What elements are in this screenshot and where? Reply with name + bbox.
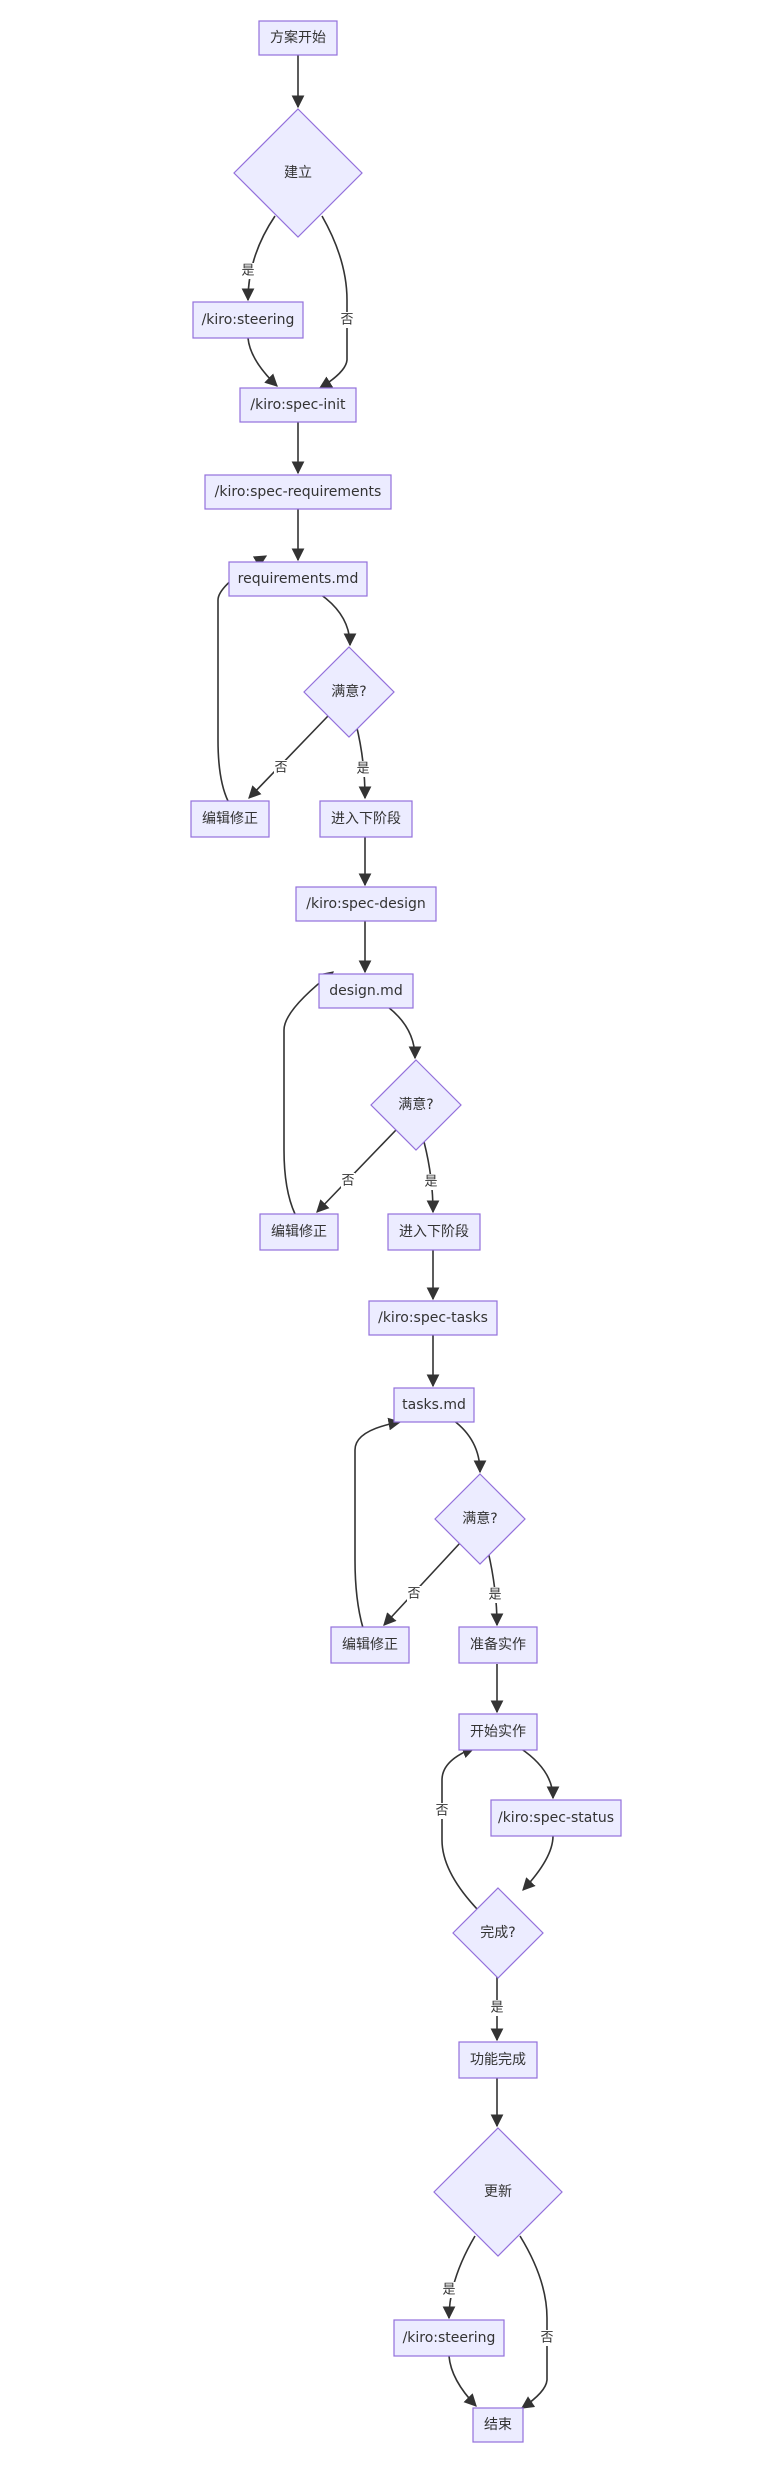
node-label: 建立 xyxy=(284,165,312,181)
node-label: 编辑修正 xyxy=(271,1224,327,1240)
edge-label-update-no: 否 xyxy=(540,2330,554,2346)
node-label: 方案开始 xyxy=(270,29,326,46)
edge-impl-to-spec-status xyxy=(519,1747,560,1800)
node-edit-3: 编辑修正 xyxy=(330,1626,410,1664)
edge-label-text: 是 xyxy=(356,762,369,777)
node-edit-1: 编辑修正 xyxy=(190,800,270,838)
node-label: 满意? xyxy=(331,683,366,700)
node-steering-2: /kiro:steering xyxy=(393,2319,505,2357)
node-label: design.md xyxy=(329,983,402,999)
edge-ok1-no-to-edit1 xyxy=(248,715,329,799)
decision-satisfied-2: 满意? xyxy=(370,1059,462,1151)
node-label: /kiro:spec-status xyxy=(498,1810,614,1826)
node-end: 结束 xyxy=(472,2407,524,2443)
edge-label-text: 否 xyxy=(540,2331,553,2346)
node-label: 编辑修正 xyxy=(342,1637,398,1653)
edge-ok2-no-to-edit2 xyxy=(316,1129,397,1213)
node-tasks-md: tasks.md xyxy=(393,1387,475,1423)
edge-edit3-to-tasks-md xyxy=(354,1417,402,1629)
edge-label-text: 否 xyxy=(407,1587,420,1602)
node-requirements-md: requirements.md xyxy=(228,561,368,597)
edge-label-text: 否 xyxy=(340,313,353,328)
node-next-phase-1: 进入下阶段 xyxy=(319,800,413,838)
node-label: /kiro:spec-tasks xyxy=(378,1310,488,1326)
node-label: 完成? xyxy=(480,1925,515,1941)
edge-label-ok1-no: 否 xyxy=(274,760,288,776)
edge-label-update-yes: 是 xyxy=(442,2282,456,2298)
edge-label-text: 否 xyxy=(274,761,287,776)
node-next-phase-2: 进入下阶段 xyxy=(387,1213,481,1251)
node-label: /kiro:spec-design xyxy=(306,896,425,912)
node-spec-init: /kiro:spec-init xyxy=(239,387,357,423)
decision-done: 完成? xyxy=(452,1887,544,1979)
edge-steering2-to-end xyxy=(448,2355,477,2407)
edge-label-setup-yes: 是 xyxy=(241,263,255,279)
node-start: 方案开始 xyxy=(258,20,338,56)
edge-update-no-to-end xyxy=(519,2235,548,2409)
edge-label-ok3-yes: 是 xyxy=(488,1587,502,1603)
edge-label-ok2-yes: 是 xyxy=(424,1174,438,1190)
node-label: /kiro:spec-requirements xyxy=(215,484,382,500)
node-label: 准备实作 xyxy=(470,1636,526,1653)
edge-label-ok3-no: 否 xyxy=(407,1586,421,1602)
node-label: 更新 xyxy=(484,2184,512,2200)
edge-setup-yes-to-steering xyxy=(241,215,276,302)
edge-req-md-to-ok1 xyxy=(319,593,357,647)
node-label: 进入下阶段 xyxy=(331,811,401,827)
edge-label-text: 否 xyxy=(341,1174,354,1189)
node-spec-tasks: /kiro:spec-tasks xyxy=(368,1300,498,1336)
edge-tasks-md-to-ok3 xyxy=(452,1419,487,1474)
edge-label-ok1-yes: 是 xyxy=(356,761,370,777)
decision-satisfied-3: 满意? xyxy=(434,1473,526,1565)
edge-steering-to-spec-init xyxy=(247,337,278,387)
node-label: 结束 xyxy=(484,2417,512,2433)
node-label: /kiro:steering xyxy=(202,312,295,328)
node-label: /kiro:steering xyxy=(403,2330,496,2346)
node-prepare-implementation: 准备实作 xyxy=(458,1626,538,1664)
node-feature-complete: 功能完成 xyxy=(458,2041,538,2079)
node-label: 满意? xyxy=(398,1096,433,1113)
node-spec-status: /kiro:spec-status xyxy=(490,1799,622,1837)
edge-update-yes-to-steering2 xyxy=(442,2235,476,2320)
edge-ok3-no-to-edit3 xyxy=(383,1542,461,1626)
decision-satisfied-1: 满意? xyxy=(303,646,395,738)
edge-label-text: 否 xyxy=(435,1804,448,1819)
node-label: 开始实作 xyxy=(470,1724,526,1740)
node-label: 功能完成 xyxy=(470,2052,526,2068)
edge-label-text: 是 xyxy=(490,2001,503,2016)
edge-edit2-to-design-md xyxy=(283,971,335,1215)
node-label: tasks.md xyxy=(402,1397,466,1413)
decision-setup: 建立 xyxy=(233,108,363,238)
edge-spec-status-to-done xyxy=(522,1835,554,1891)
node-label: 编辑修正 xyxy=(202,811,258,827)
edge-label-setup-no: 否 xyxy=(340,312,354,328)
node-steering-1: /kiro:steering xyxy=(192,301,304,339)
edge-label-text: 是 xyxy=(442,2283,455,2298)
node-label: 进入下阶段 xyxy=(399,1224,469,1240)
node-start-implementation: 开始实作 xyxy=(458,1713,538,1751)
edge-setup-no-to-spec-init xyxy=(318,215,348,389)
node-edit-2: 编辑修正 xyxy=(259,1213,339,1251)
edge-label-text: 是 xyxy=(424,1175,437,1190)
edge-label-done-yes: 是 xyxy=(490,2000,504,2016)
edge-done-no-to-impl xyxy=(441,1746,479,1911)
node-label: /kiro:spec-init xyxy=(250,397,346,413)
node-design-md: design.md xyxy=(318,973,414,1009)
node-spec-design: /kiro:spec-design xyxy=(295,886,437,922)
edge-label-ok2-no: 否 xyxy=(341,1173,355,1189)
edge-design-md-to-ok2 xyxy=(387,1006,422,1060)
edge-label-text: 是 xyxy=(488,1588,501,1603)
decision-update: 更新 xyxy=(433,2127,563,2257)
edge-ok1-yes-to-next1 xyxy=(355,723,372,800)
edge-label-done-no: 否 xyxy=(435,1803,449,1819)
node-label: 满意? xyxy=(462,1510,497,1527)
edge-label-text: 是 xyxy=(241,264,254,279)
node-label: requirements.md xyxy=(238,571,359,587)
node-spec-requirements: /kiro:spec-requirements xyxy=(204,474,392,510)
